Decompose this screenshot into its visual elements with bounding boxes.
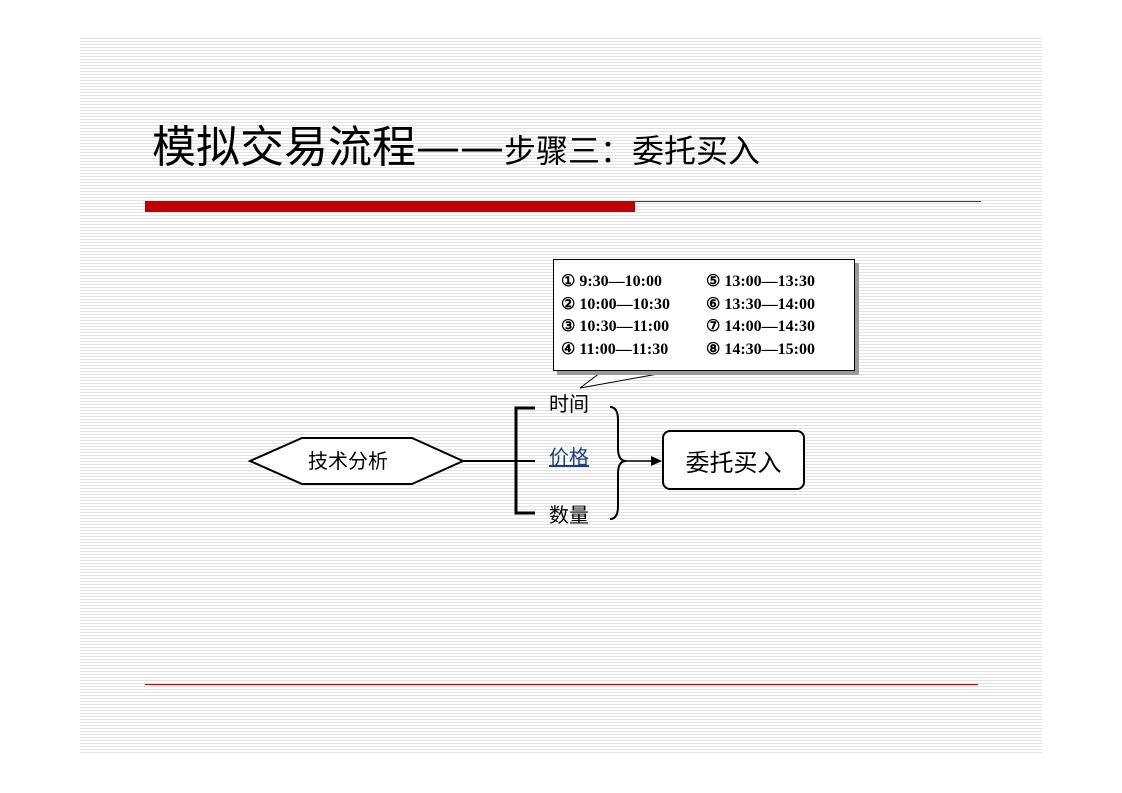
result-box: 委托买入 (662, 430, 805, 490)
time-slot: ① 9:30—10:00 (561, 273, 662, 290)
factor-right-brace (609, 406, 627, 520)
result-label: 委托买入 (685, 448, 782, 477)
time-slot-callout: ① 9:30—10:00 ⑤ 13:00—13:30 ② 10:00—10:30 ⑥… (553, 259, 855, 371)
factor-time: 时间 (549, 392, 589, 416)
time-slot: ④ 11:00—11:30 (561, 340, 669, 358)
factor-price-link[interactable]: 价格 (549, 445, 589, 469)
callout-row: ② 10:00—10:30 ⑥ 13:30—14:00 (561, 294, 854, 317)
title-underline-thin (635, 201, 981, 202)
factor-quantity: 数量 (549, 503, 589, 527)
time-slot: ② 10:00—10:30 (561, 295, 670, 313)
callout-row: ① 9:30—10:00 ⑤ 13:00—13:30 (561, 271, 854, 294)
callout-row: ③ 10:30—11:00 ⑦ 14:00—14:30 (561, 316, 854, 339)
source-label: 技术分析 (308, 449, 388, 473)
slide-background (80, 38, 1042, 754)
result-arrow-head (651, 456, 662, 466)
time-slot: ⑦ 14:00—14:30 (706, 318, 815, 335)
title-sub: 步骤三：委托买入 (504, 132, 761, 170)
page-title: 模拟交易流程——步骤三：委托买入 (152, 126, 760, 170)
callout-row: ④ 11:00—11:30 ⑧ 14:30—15:00 (561, 339, 854, 362)
title-underline-thick (145, 201, 635, 212)
time-slot: ⑥ 13:30—14:00 (706, 295, 815, 313)
title-dash: —— (416, 122, 504, 173)
time-slot: ③ 10:30—11:00 (561, 318, 670, 335)
title-main: 模拟交易流程 (152, 122, 416, 173)
time-slot: ⑤ 13:00—13:30 (706, 273, 815, 290)
time-slot: ⑧ 14:30—15:00 (706, 340, 815, 358)
footer-line (145, 684, 978, 685)
